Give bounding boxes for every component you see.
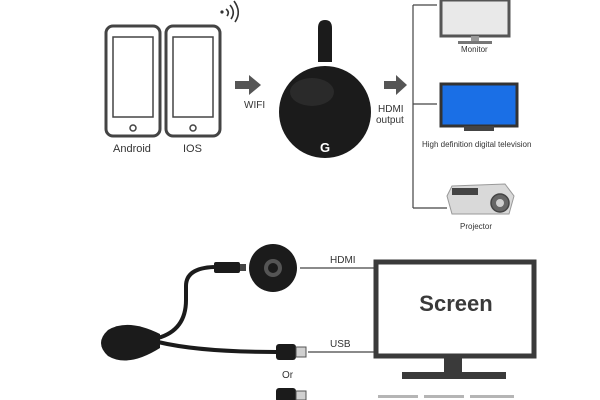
or-label: Or (282, 370, 294, 381)
chromecast-dongle (279, 20, 371, 158)
screen-monitor-icon (373, 259, 537, 379)
projector-icon (446, 183, 515, 215)
wifi-signal-icon (220, 0, 240, 23)
dongle-hdmi-plug (249, 244, 297, 292)
hdmi-output-label: HDMI (378, 104, 404, 115)
television-icon (439, 82, 519, 131)
wifi-label: WIFI (244, 100, 266, 111)
ios-phone-icon (164, 24, 222, 138)
arrow-right-icon (384, 75, 407, 95)
cable (157, 340, 277, 354)
android-phone-icon (104, 24, 162, 138)
android-label: Android (113, 143, 151, 155)
hdmi-connector (214, 262, 246, 273)
power-plug (276, 388, 307, 400)
usb-label: USB (330, 339, 351, 350)
usb-plug (276, 344, 307, 360)
ios-label: IOS (183, 143, 202, 155)
monitor-icon (439, 0, 511, 44)
hdmi-label: HDMI (330, 255, 356, 266)
dongle-logo: G (320, 140, 331, 155)
arrow-right-icon (235, 75, 261, 95)
cable (157, 265, 215, 340)
hdtv-label: High definition digital television (422, 140, 532, 149)
hdmi-output-label-2: output (376, 115, 404, 126)
output-bracket (412, 4, 447, 209)
monitor-label: Monitor (461, 45, 488, 54)
screen-label: Screen (419, 291, 493, 316)
projector-label: Projector (460, 222, 493, 231)
wifi-receiver-body (101, 324, 160, 361)
cropped-caption (378, 395, 514, 398)
